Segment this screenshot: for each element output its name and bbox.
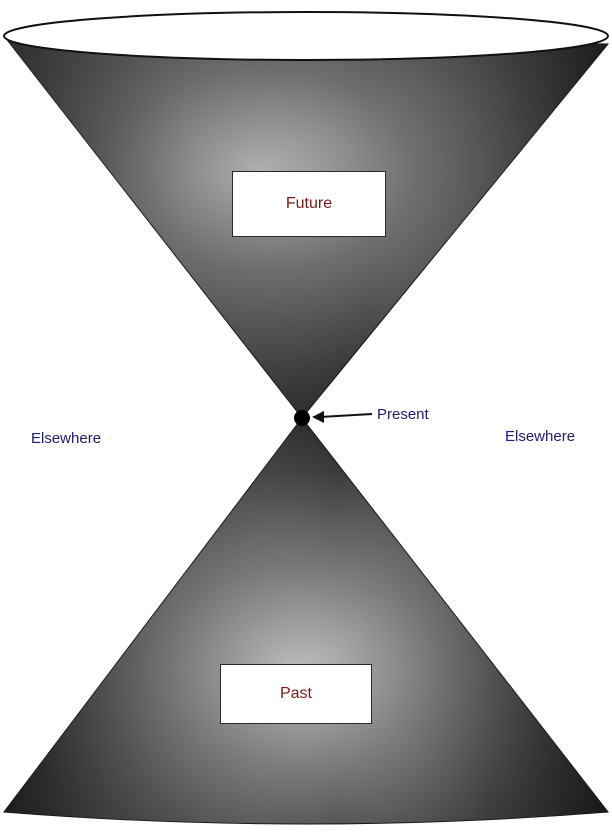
future-label-box: Future [232, 171, 386, 237]
arrow-left-icon [312, 411, 373, 423]
past-label: Past [279, 685, 312, 702]
past-cone [3, 417, 609, 825]
present-label: Present [377, 406, 429, 423]
past-label-box: Past [220, 664, 372, 724]
future-label: Future [285, 195, 333, 212]
future-cone-rim [3, 11, 609, 61]
elsewhere-right-label: Elsewhere [505, 428, 576, 445]
elsewhere-left-label: Elsewhere [31, 430, 102, 447]
present-point [294, 410, 310, 426]
